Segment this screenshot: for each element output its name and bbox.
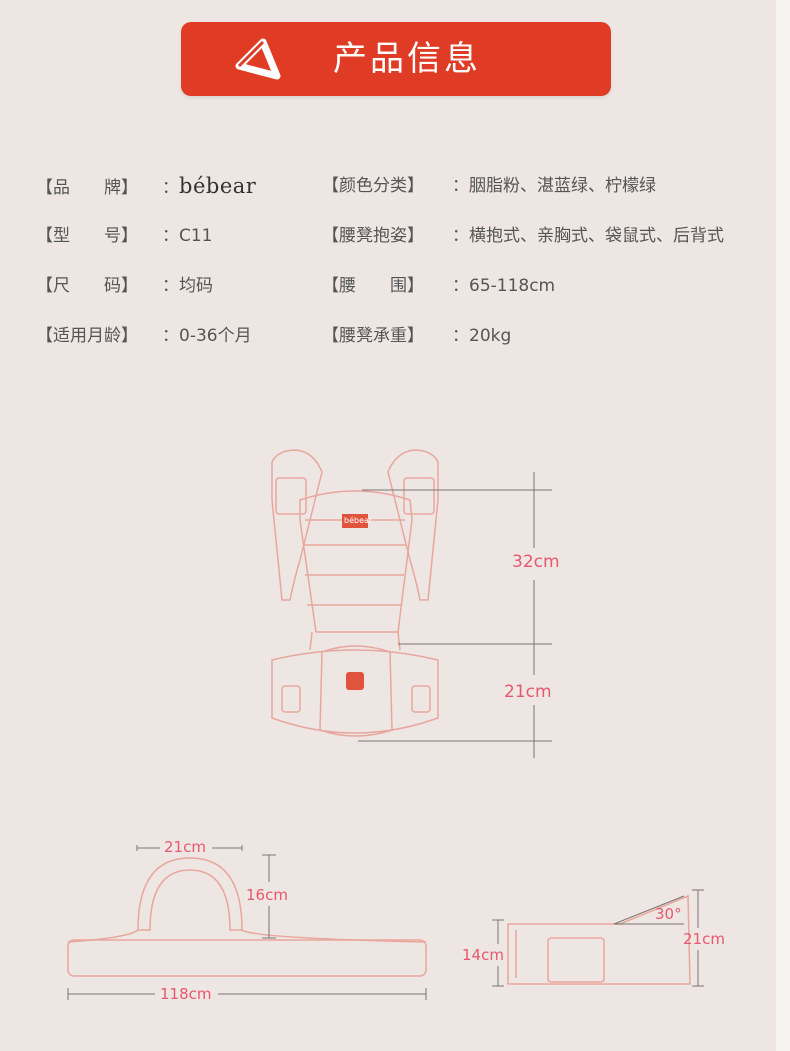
section-header-banner: 产品信息	[181, 22, 611, 96]
spec-label: 【尺 码】	[36, 276, 138, 296]
spec-colon: ：	[162, 226, 179, 246]
spec-label: 【腰凳承重】	[322, 326, 424, 346]
spec-label: 【型 号】	[36, 226, 138, 246]
spec-row-model: 【型 号】 ：C11	[36, 224, 213, 248]
dim-belt-length: 118cm	[160, 985, 212, 1003]
spec-row-brand: 【品 牌】 ：bébear	[36, 174, 256, 198]
spec-value: 20kg	[469, 326, 512, 346]
spec-value: 胭脂粉、湛蓝绿、柠檬绿	[469, 176, 656, 196]
spec-label: 【腰 围】	[322, 276, 424, 296]
spec-colon: ：	[452, 276, 469, 296]
spec-colon: ：	[162, 326, 179, 346]
dim-strap-height: 16cm	[246, 886, 288, 904]
spec-row-waist: 【腰 围】 ：65-118cm	[322, 274, 555, 298]
spec-row-color: 【颜色分类】 ：胭脂粉、湛蓝绿、柠檬绿	[322, 174, 656, 198]
spec-colon: ：	[452, 326, 469, 346]
spec-row-age: 【适用月龄】 ：0-36个月	[36, 324, 252, 348]
spec-label: 【适用月龄】	[36, 326, 138, 346]
dim-lower-height: 21cm	[504, 682, 552, 702]
dim-seat-angle: 30°	[655, 905, 682, 923]
spec-value: 0-36个月	[179, 326, 252, 346]
spec-row-size: 【尺 码】 ：均码	[36, 274, 213, 298]
spec-label: 【品 牌】	[36, 178, 138, 198]
spec-row-load: 【腰凳承重】 ：20kg	[322, 324, 511, 348]
spec-value: 均码	[179, 276, 213, 296]
spec-value: 横抱式、亲胸式、袋鼠式、后背式	[469, 226, 724, 246]
dim-seat-height: 14cm	[462, 946, 504, 964]
brand-tag-text: bébear	[344, 516, 373, 525]
spec-label: 【颜色分类】	[322, 176, 424, 196]
spec-row-carry-position: 【腰凳抱姿】 ：横抱式、亲胸式、袋鼠式、后背式	[322, 224, 724, 248]
spec-value-brand: bébear	[179, 174, 257, 198]
spec-colon: ：	[162, 276, 179, 296]
dim-upper-height: 32cm	[512, 552, 560, 572]
spec-value: 65-118cm	[469, 276, 556, 296]
seat-badge	[346, 672, 364, 690]
spec-colon: ：	[162, 178, 179, 198]
spec-colon: ：	[452, 176, 469, 196]
spec-value: C11	[179, 226, 213, 246]
dim-strap-width: 21cm	[164, 838, 206, 856]
triangle-logo-icon	[235, 38, 281, 80]
spec-colon: ：	[452, 226, 469, 246]
dim-seat-side-height: 21cm	[683, 930, 725, 948]
section-title: 产品信息	[333, 39, 481, 79]
spec-label: 【腰凳抱姿】	[322, 226, 424, 246]
brand-tag-badge	[342, 514, 368, 528]
page-edge	[776, 0, 790, 1051]
